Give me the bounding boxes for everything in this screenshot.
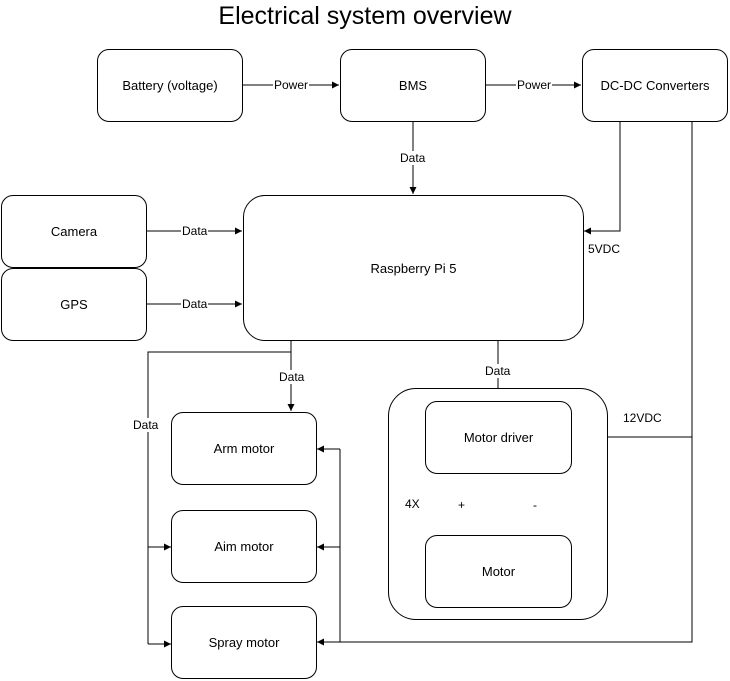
label-minus: - (532, 498, 538, 512)
dcdc-label: DC-DC Converters (600, 78, 710, 93)
label-bms-rpi: Data (399, 151, 427, 165)
label-12vdc: 12VDC (623, 411, 662, 425)
edge-dcdc-trunk (340, 121, 693, 643)
arm-motor-node: Arm motor (171, 412, 317, 485)
dcdc-node: DC-DC Converters (582, 49, 728, 122)
label-plus: + (457, 498, 467, 512)
label-rpi-left: Data (132, 418, 160, 432)
camera-label: Camera (50, 224, 98, 239)
spray-motor-label: Spray motor (208, 635, 280, 650)
aim-motor-node: Aim motor (171, 510, 317, 583)
label-bms-dcdc: Power (516, 78, 553, 92)
arm-motor-label: Arm motor (213, 441, 275, 456)
battery-label: Battery (voltage) (122, 78, 218, 93)
label-4x: 4X (405, 497, 420, 511)
label-5vdc: 5VDC (588, 242, 621, 256)
label-rpi-arm: Data (278, 370, 306, 384)
bms-label: BMS (398, 78, 428, 93)
edge-rpi-left-bus (147, 351, 291, 644)
label-battery-bms: Power (273, 78, 310, 92)
label-rpi-driver: Data (484, 364, 512, 378)
bms-node: BMS (340, 49, 486, 122)
motor-label: Motor (481, 564, 516, 579)
motor-driver-node: Motor driver (425, 401, 572, 474)
rpi-node: Raspberry Pi 5 (243, 195, 584, 341)
rpi-label: Raspberry Pi 5 (370, 260, 457, 276)
gps-node: GPS (1, 268, 147, 341)
spray-motor-node: Spray motor (171, 606, 317, 679)
edge-dcdc-rpi (584, 121, 621, 235)
label-camera-rpi: Data (181, 224, 209, 238)
motor-node: Motor (425, 535, 572, 608)
aim-motor-label: Aim motor (214, 539, 274, 554)
motor-driver-label: Motor driver (463, 430, 534, 445)
gps-label: GPS (60, 297, 88, 312)
diagram-title: Electrical system overview (218, 2, 512, 30)
camera-node: Camera (1, 195, 147, 268)
label-gps-rpi: Data (181, 297, 209, 311)
battery-node: Battery (voltage) (97, 49, 243, 122)
